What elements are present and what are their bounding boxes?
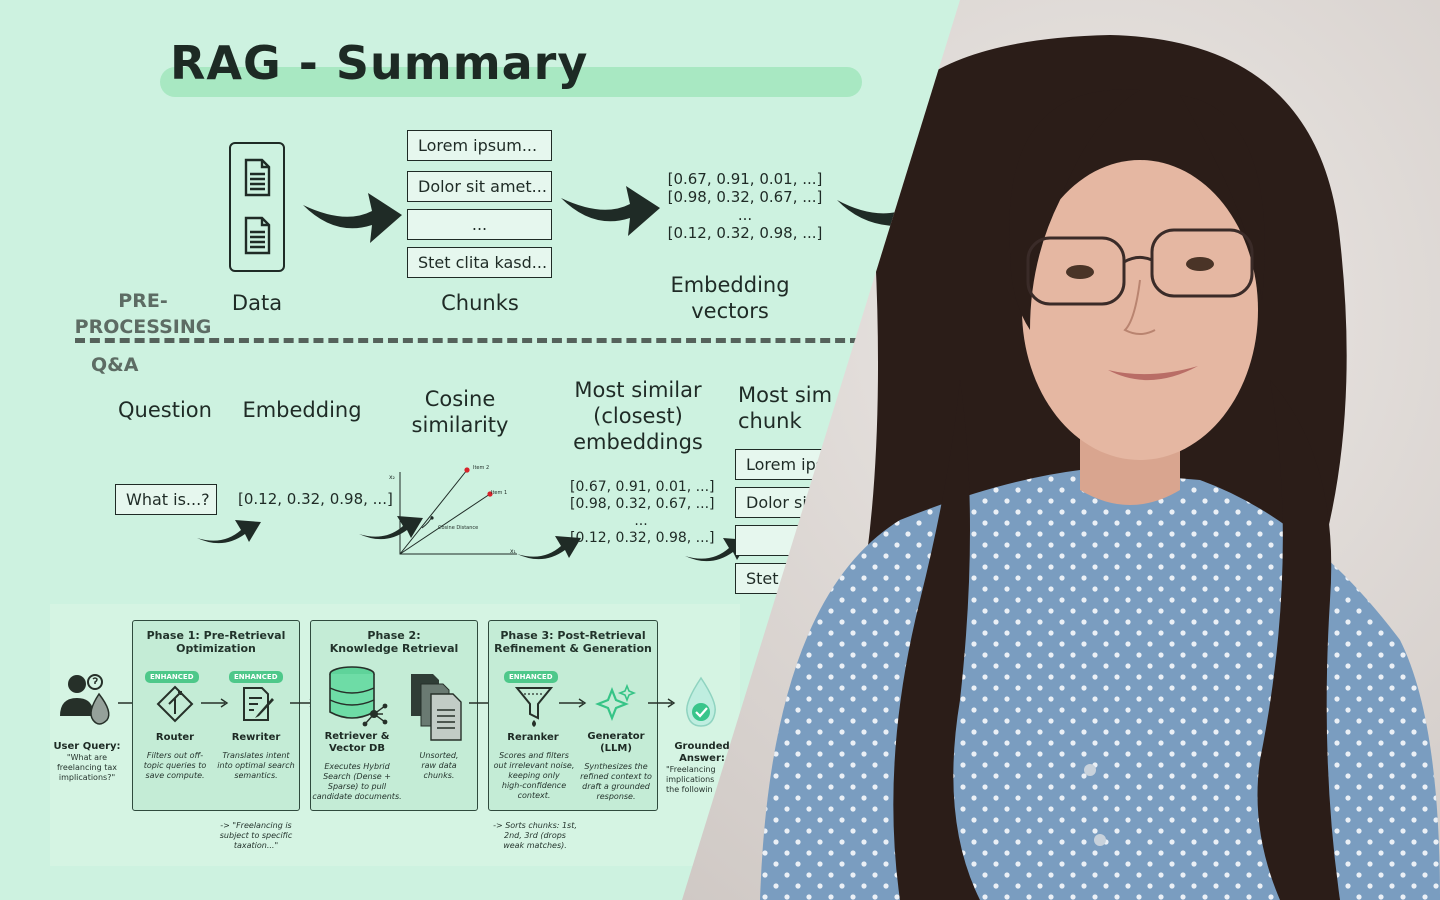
retriever-desc: Executes Hybrid Search (Dense + Sparse) … [312,762,402,801]
item1-label: Item 1 [491,490,508,496]
reranker-name: Reranker [507,732,559,743]
chunks-list: Lorem ipsum... Dolor sit amet... ... Ste… [407,130,552,278]
sparkle-icon [595,684,636,721]
funnel-icon [514,687,554,727]
section-qa: Q&A [91,354,139,376]
phase1-title: Phase 1: Pre-Retrieval Optimization [146,629,286,655]
generator-name: Generator (LLM) [587,731,645,754]
chunk-box: Stet clita kasd... [407,247,552,278]
answer-desc: "Freelancing implications the followin [666,765,716,794]
page-title: RAG - Summary [170,36,589,90]
user-query-icon [60,674,110,725]
phase3-note: -> Sorts chunks: 1st, 2nd, 3rd (drops we… [493,821,577,850]
title-highlight [160,67,862,97]
item2-label: Item 2 [473,465,490,471]
chunks-label: Chunks [441,291,519,315]
arrow-icon [685,538,749,562]
section-divider [75,338,860,343]
most-similar-chunks-label: Most sim chunk [738,383,833,433]
arrow-icon [517,536,581,560]
generator-desc: Synthesizes the refined context to draft… [580,762,652,801]
x-axis-label: x₁ [510,548,516,555]
router-name: Router [155,732,195,743]
embedding-vectors: [0.67, 0.91, 0.01, ...] [0.98, 0.32, 0.6… [667,170,823,242]
arrow-icon [648,698,676,708]
grounded-drop-icon [686,676,716,727]
most-similar-vectors: [0.67, 0.91, 0.01, ...] [0.98, 0.32, 0.6… [570,479,715,546]
arrow-icon [201,698,229,708]
rewriter-icon [243,687,274,721]
phase1-note: -> "Freelancing is subject to specific t… [219,821,293,850]
arrow-icon [559,698,587,708]
rewriter-name: Rewriter [231,732,281,743]
enhanced-badge: ENHANCED [504,671,558,683]
arrow-icon [837,200,904,227]
phase3-box [488,620,658,811]
chunk-box: ... [407,209,552,240]
phase3-title: Phase 3: Post-Retrieval Refinement & Gen… [494,629,652,655]
phase1-box [132,620,300,811]
cosine-distance-label: Cosine Distance [438,525,479,531]
y-axis-label: x₂ [389,474,395,481]
retriever-name: Retriever & Vector DB [324,731,390,754]
embedding-vectors-label: Embedding vectors [670,273,790,323]
arrow-icon [359,516,423,540]
cosine-similarity-chart [399,467,517,555]
arrow-icon [303,193,402,243]
raw-chunks-desc: Unsorted, raw data chunks. [419,751,459,780]
raw-chunks-icon [411,674,462,741]
enhanced-badge: ENHANCED [145,671,199,683]
qa-embedding-label: Embedding [242,398,362,422]
arrow-icon [197,520,261,544]
router-desc: Filters out off- topic queries to save c… [143,751,207,780]
user-query-name: User Query: [53,741,121,752]
document-icon [244,158,271,255]
data-docs-icon [229,142,285,272]
most-similar-label: Most similar (closest) embeddings [573,378,703,454]
chunk-box: Dolor sit amet... [407,171,552,202]
arrow-icon [561,186,660,236]
chunk-box: Lorem ipsum... [407,130,552,161]
cosine-label: Cosine similarity [411,387,509,437]
enhanced-badge: ENHANCED [229,671,283,683]
question-box: What is...? [115,484,217,515]
answer-name: Grounded Answer: [674,741,730,764]
phase2-title: Phase 2: Knowledge Retrieval [329,629,459,655]
router-icon [156,685,194,723]
section-preprocessing: PRE- PROCESSING [74,290,212,338]
question-label: Question [118,398,212,422]
rewriter-desc: Translates intent into optimal search se… [217,751,295,780]
user-query-desc: "What are freelancing tax implications?" [56,753,118,782]
vector-db-icon [329,666,388,727]
data-label: Data [231,291,283,315]
reranker-desc: Scores and filters out irrelevant noise,… [493,751,575,800]
